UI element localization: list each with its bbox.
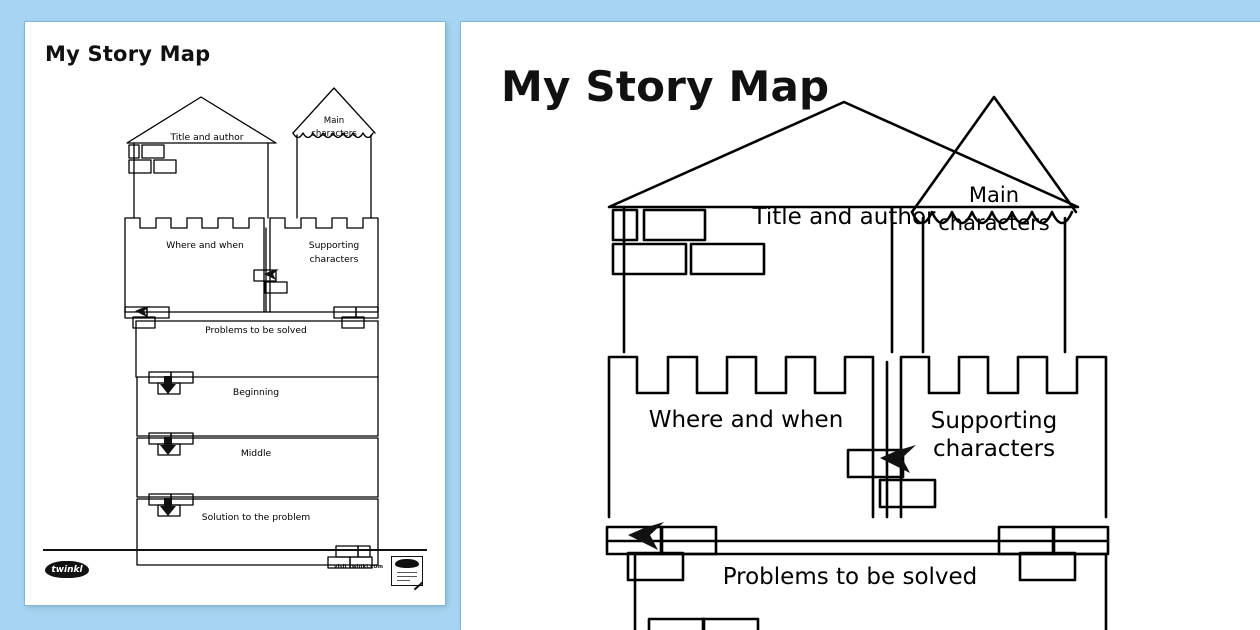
label-where-and-when: Where and when [649,407,844,433]
flag-marker [880,445,916,473]
label-middle: Middle [241,448,272,459]
brick [132,316,156,329]
badge-cloud-shape [395,559,419,568]
brick [253,269,277,282]
turret-roof-shape [292,87,376,134]
brick [642,208,707,242]
brick [611,208,639,242]
title-roof-shape [607,100,1080,209]
brick [701,617,760,630]
worksheet-enlarged-page[interactable]: My Story Map [461,22,1260,630]
brick [349,556,373,569]
story-map-diagram-large: Title and author Main characters Where a… [605,95,1110,630]
pencil-icon [413,581,424,591]
label-problems: Problems to be solved [723,564,978,590]
worksheet-thumbnail-page[interactable]: My Story Map [25,22,445,605]
brick [141,144,165,159]
brick [611,242,688,276]
brick [355,306,379,319]
page-footer: twinkl visit twinkl.com [43,549,427,591]
brick [264,281,288,294]
turret-scallop-edge [292,132,374,139]
brick [1018,551,1077,582]
label-supporting-characters-1: Supporting [309,240,360,251]
flag-marker [264,269,279,280]
brick [1051,525,1110,556]
turret-roof-shape [910,95,1078,214]
battlement-right [899,355,1108,519]
label-title-and-author: Title and author [169,132,243,143]
battlement-left [607,355,875,519]
flag-marker [628,522,664,550]
flag-marker [135,306,150,317]
label-beginning: Beginning [233,387,279,398]
footer-divider [43,549,427,551]
brick [128,144,140,159]
brick [626,551,685,582]
label-main-characters-2: characters [938,211,1050,235]
label-supporting-characters-2: characters [933,436,1055,462]
middle-box [136,437,379,498]
brick [341,316,365,329]
label-supporting-characters-1: Supporting [931,408,1058,434]
battlement-right [269,217,379,313]
badge-line [397,580,410,581]
down-arrow-marker [160,437,176,455]
label-solution: Solution to the problem [202,512,311,523]
title-roof-shape [126,96,277,144]
page-title: My Story Map [45,42,211,66]
label-supporting-characters-2: characters [310,254,359,265]
label-where-and-when: Where and when [166,240,244,251]
twinkl-logo[interactable]: twinkl [45,561,89,578]
solution-box [136,498,379,566]
brick [128,159,152,174]
down-arrow-marker [160,376,176,394]
story-map-diagram-small: Title and author Main characters Where a… [124,87,379,569]
brick [878,478,937,509]
label-problems: Problems to be solved [205,325,307,336]
label-main-characters-1: Main [969,183,1019,207]
label-main-characters-1: Main [324,116,345,126]
label-main-characters-2: characters [311,129,357,139]
down-arrow-marker [160,498,176,516]
badge-line [397,576,417,577]
twinkl-badge-icon [391,556,424,591]
brick [659,525,718,556]
battlement-left [124,217,265,313]
visit-twinkl-url[interactable]: visit twinkl.com [333,564,383,570]
badge-line [397,572,417,573]
turret-scallop-edge [910,210,1074,225]
brick [146,306,170,319]
beginning-box [136,376,379,437]
page-title-large: My Story Map [501,62,830,111]
brick [153,159,177,174]
brick [689,242,766,276]
label-title-and-author: Title and author [752,204,937,230]
brick [647,617,706,630]
